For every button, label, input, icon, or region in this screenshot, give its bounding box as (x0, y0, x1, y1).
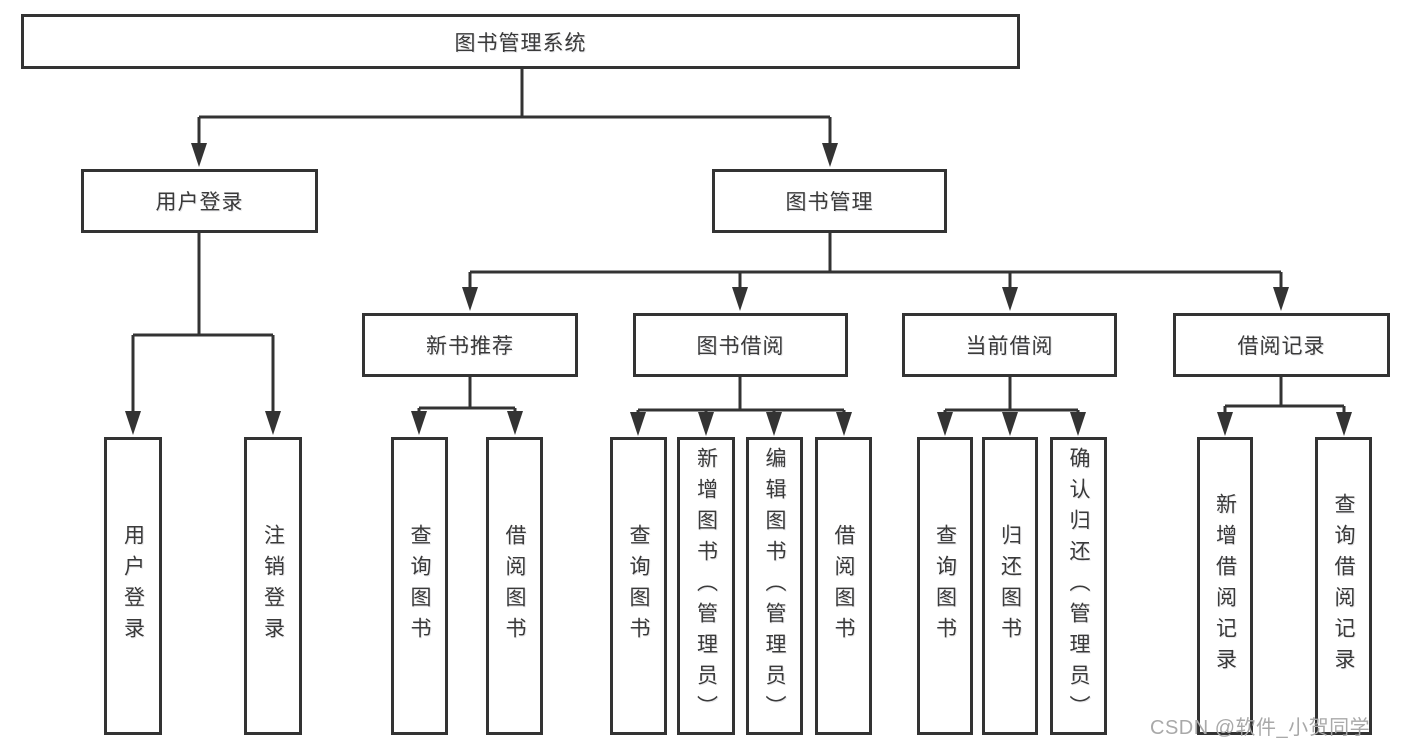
node-leaf-add-book-admin: 新增图书（管理员） (677, 437, 735, 735)
node-label: 用户登录 (121, 524, 145, 648)
node-new-book-recommend: 新书推荐 (362, 313, 578, 377)
node-label: 新书推荐 (426, 335, 514, 358)
node-label: 图书管理系统 (454, 31, 587, 55)
node-leaf-edit-book-admin: 编辑图书（管理员） (746, 437, 803, 735)
node-label: 用户登录 (155, 191, 244, 214)
node-leaf-confirm-return-admin: 确认归还（管理员） (1050, 437, 1107, 735)
node-label: 查询图书 (933, 524, 957, 648)
node-leaf-query-books-borrow: 查询图书 (610, 437, 667, 735)
node-label: 编辑图书（管理员） (763, 446, 786, 726)
node-label: 新增借阅记录 (1213, 493, 1237, 679)
node-label: 确认归还（管理员） (1067, 446, 1090, 726)
csdn-watermark: CSDN @软件_小贺同学 (1150, 717, 1371, 739)
node-root-system: 图书管理系统 (21, 14, 1020, 69)
node-book-management: 图书管理 (712, 169, 947, 233)
node-leaf-add-borrow-record: 新增借阅记录 (1197, 437, 1253, 735)
node-label: 查询图书 (408, 524, 431, 648)
node-user-login: 用户登录 (81, 169, 318, 233)
node-label: 借阅记录 (1237, 335, 1326, 358)
node-leaf-user-login: 用户登录 (104, 437, 162, 735)
node-leaf-query-books-current: 查询图书 (917, 437, 973, 735)
node-current-borrowing: 当前借阅 (902, 313, 1117, 377)
node-label: 新增图书（管理员） (694, 446, 718, 726)
node-label: 图书借阅 (696, 335, 785, 358)
node-leaf-query-books-recommend: 查询图书 (391, 437, 448, 735)
node-label: 归还图书 (998, 524, 1022, 648)
node-leaf-borrow-books: 借阅图书 (815, 437, 872, 735)
node-leaf-query-borrow-record: 查询借阅记录 (1315, 437, 1372, 735)
node-leaf-borrow-books-recommend: 借阅图书 (486, 437, 543, 735)
node-label: 查询借阅记录 (1332, 493, 1355, 679)
node-label: 查询图书 (627, 524, 650, 648)
node-leaf-return-book: 归还图书 (982, 437, 1038, 735)
node-label: 借阅图书 (503, 524, 526, 648)
node-borrowing-records: 借阅记录 (1173, 313, 1390, 377)
node-label: 借阅图书 (832, 524, 855, 648)
node-label: 注销登录 (261, 524, 285, 648)
node-label: 图书管理 (785, 191, 874, 214)
node-leaf-logout: 注销登录 (244, 437, 302, 735)
node-label: 当前借阅 (965, 335, 1054, 358)
node-book-borrowing: 图书借阅 (633, 313, 848, 377)
